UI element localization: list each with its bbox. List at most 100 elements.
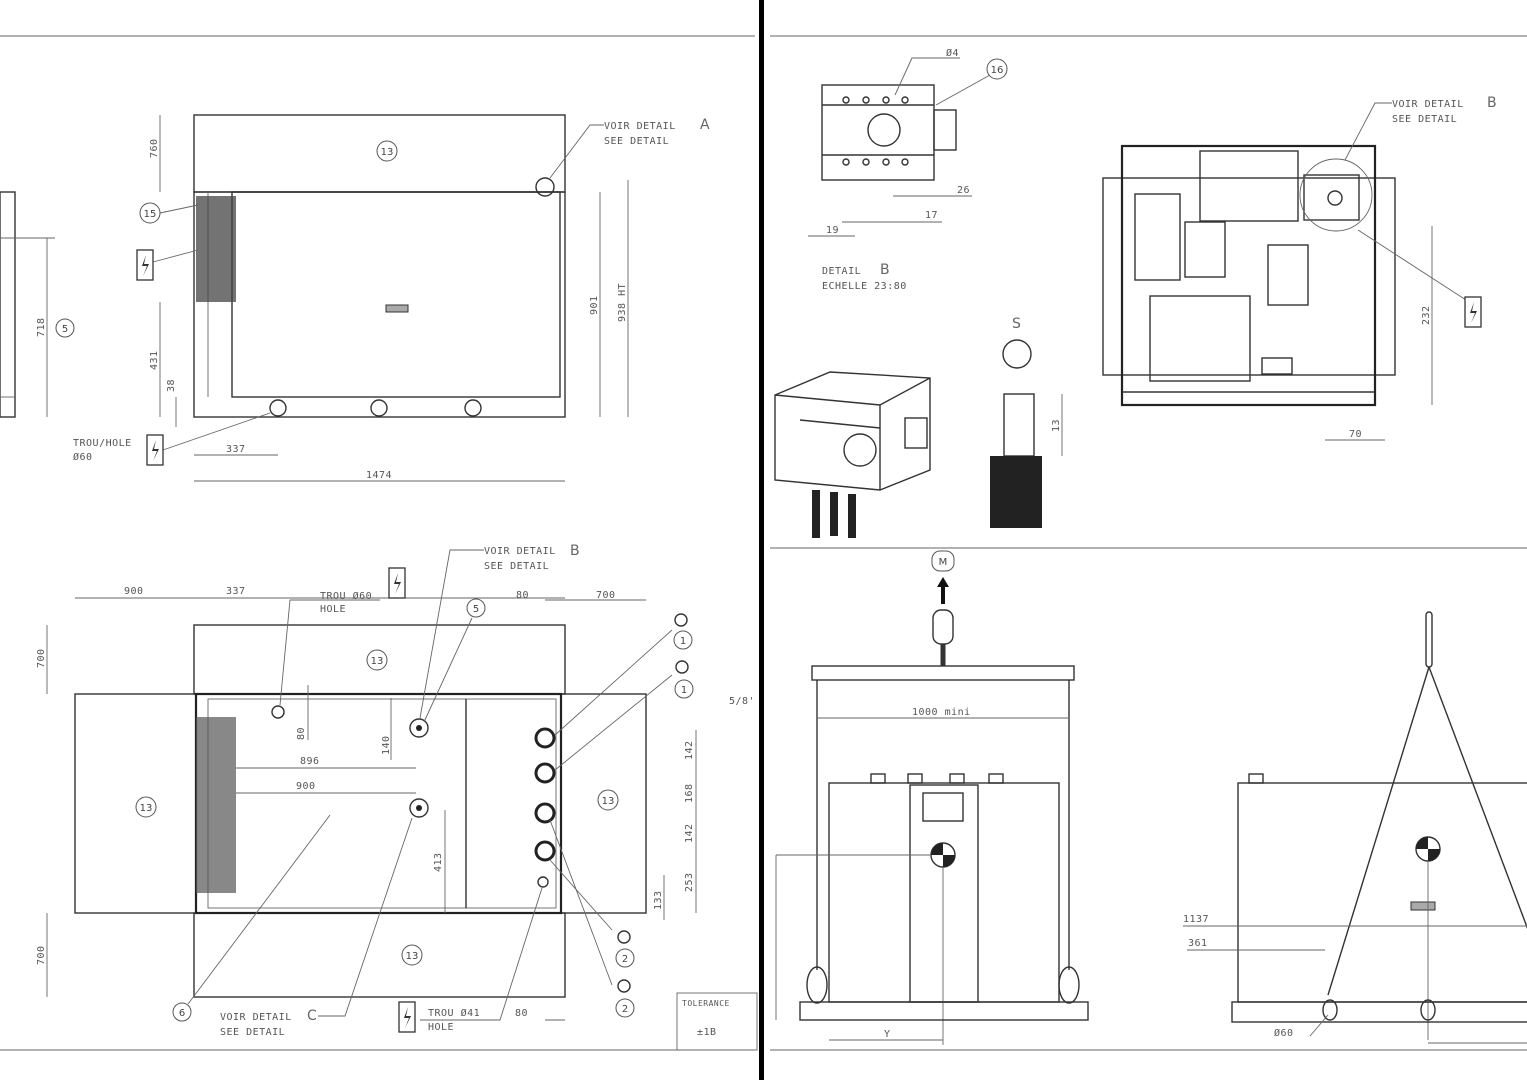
dim-80-bottom: 80 bbox=[515, 1008, 528, 1019]
cabinet-inner bbox=[231, 191, 561, 398]
detail-title: DETAIL bbox=[822, 266, 861, 277]
voir-detail-a: VOIR DETAIL bbox=[604, 121, 676, 132]
cable-block bbox=[990, 456, 1042, 528]
dim-700: 700 bbox=[596, 590, 616, 601]
tolerance-value: ±1B bbox=[697, 1027, 717, 1038]
cabinet-plan bbox=[194, 692, 563, 915]
hole bbox=[464, 399, 482, 417]
trou-hole-label: TROU/HOLE bbox=[73, 438, 132, 449]
plan-view-drawing: 900 337 80 700 700 700 80 140 896 900 41… bbox=[36, 543, 758, 1051]
dim-901: 901 bbox=[589, 295, 600, 315]
dim-168: 168 bbox=[684, 783, 695, 803]
connection-point bbox=[409, 798, 429, 818]
detail-b-drawing: Ø4 16 26 17 19 DETAIL B ECHELLE 23:80 S bbox=[774, 47, 1497, 538]
dim-900: 900 bbox=[124, 586, 144, 597]
lifting-diagram: M 1000 mini Y bbox=[775, 550, 1527, 1045]
balloon-label: 13 bbox=[406, 951, 419, 962]
lift-arrow-icon bbox=[937, 577, 949, 604]
page-divider bbox=[759, 0, 764, 1080]
dim-26: 26 bbox=[957, 185, 970, 196]
dim-337: 337 bbox=[226, 586, 246, 597]
dim-133: 133 bbox=[653, 890, 664, 910]
see-detail-a: SEE DETAIL bbox=[604, 136, 669, 147]
detail-letter-c: C bbox=[307, 1008, 317, 1024]
see-detail-b: SEE DETAIL bbox=[484, 561, 549, 572]
dim-19: 19 bbox=[826, 225, 839, 236]
electrical-hazard-icon bbox=[388, 567, 406, 599]
balloon bbox=[615, 948, 635, 968]
dim-1000-mini: 1000 mini bbox=[912, 707, 971, 718]
balloon bbox=[674, 679, 694, 699]
hole-60-label: HOLE bbox=[320, 604, 346, 615]
balloon bbox=[615, 998, 635, 1018]
cable-sleeve bbox=[1003, 393, 1035, 457]
dim-142: 142 bbox=[684, 823, 695, 843]
unit-side-base bbox=[1231, 1001, 1527, 1023]
dim-760: 760 bbox=[149, 138, 160, 158]
dim-1137: 1137 bbox=[1183, 914, 1209, 925]
hole-60 bbox=[271, 705, 285, 719]
hole-diameter: Ø60 bbox=[73, 451, 93, 463]
pipe-connections bbox=[534, 727, 556, 888]
side-view-partial bbox=[0, 191, 16, 418]
pipe-fitting-icon bbox=[617, 930, 631, 944]
dim-700-bottom: 700 bbox=[36, 945, 47, 965]
voir-detail: VOIR DETAIL bbox=[1392, 99, 1464, 110]
pipe-fitting-icon bbox=[674, 613, 688, 627]
trou-60-label: TROU Ø60 bbox=[320, 590, 372, 602]
balloon-label: 13 bbox=[371, 656, 384, 667]
s-circle bbox=[1002, 339, 1032, 369]
balloon-label: 6 bbox=[179, 1008, 185, 1019]
trou-41-label: TROU Ø41 bbox=[428, 1007, 480, 1019]
hole-dia: Ø60 bbox=[1274, 1027, 1294, 1039]
center-of-gravity-icon bbox=[930, 842, 956, 868]
electrical-hazard-icon bbox=[1464, 296, 1482, 328]
detail-letter-b: B bbox=[570, 543, 580, 559]
electrical-hazard-icon bbox=[398, 1001, 416, 1033]
hole bbox=[269, 399, 287, 417]
switch-3d-view bbox=[774, 371, 931, 538]
dim-253: 253 bbox=[684, 872, 695, 892]
dim-896: 896 bbox=[300, 756, 320, 767]
voir-detail-b: VOIR DETAIL bbox=[484, 546, 556, 557]
balloon bbox=[931, 550, 955, 572]
hole-41-label: HOLE bbox=[428, 1022, 454, 1033]
lifting-hook bbox=[1425, 611, 1433, 668]
balloon-label: 16 bbox=[991, 65, 1004, 76]
detail-letter: B bbox=[880, 262, 890, 278]
dim-700-top: 700 bbox=[36, 648, 47, 668]
balloon-label: 2 bbox=[622, 954, 628, 965]
dim-80-v: 80 bbox=[296, 727, 307, 740]
dim-413: 413 bbox=[433, 852, 444, 872]
see-detail-c: SEE DETAIL bbox=[220, 1027, 285, 1038]
dim-17: 17 bbox=[925, 210, 938, 221]
dim-337: 337 bbox=[226, 444, 246, 455]
pipe-fitting-icon bbox=[617, 979, 631, 993]
s-label: S bbox=[1012, 316, 1021, 332]
hole bbox=[370, 399, 388, 417]
balloon bbox=[366, 649, 388, 671]
balloon-label: M bbox=[939, 557, 948, 568]
detail-a-marker bbox=[535, 177, 555, 197]
connection-point bbox=[409, 718, 429, 738]
unit-front bbox=[828, 782, 1060, 1003]
balloon bbox=[986, 58, 1008, 80]
dim-431: 431 bbox=[149, 350, 160, 370]
control-panel-drawing bbox=[1102, 144, 1396, 407]
edge-mark: 5/8' bbox=[729, 696, 755, 707]
balloon-label: 13 bbox=[140, 803, 153, 814]
balloon bbox=[139, 202, 161, 224]
balloon bbox=[55, 318, 75, 338]
dim-y: Y bbox=[884, 1029, 891, 1040]
dim-232: 232 bbox=[1421, 305, 1432, 325]
balloon-label: 13 bbox=[602, 796, 615, 807]
electrical-panel bbox=[196, 717, 236, 893]
balloon bbox=[673, 630, 693, 650]
balloon-label: 15 bbox=[144, 209, 157, 220]
balloon bbox=[376, 140, 398, 162]
lifting-shackle bbox=[932, 609, 954, 645]
dim-900-inner: 900 bbox=[296, 781, 316, 792]
dim-142: 142 bbox=[684, 740, 695, 760]
voir-detail-c: VOIR DETAIL bbox=[220, 1012, 292, 1023]
